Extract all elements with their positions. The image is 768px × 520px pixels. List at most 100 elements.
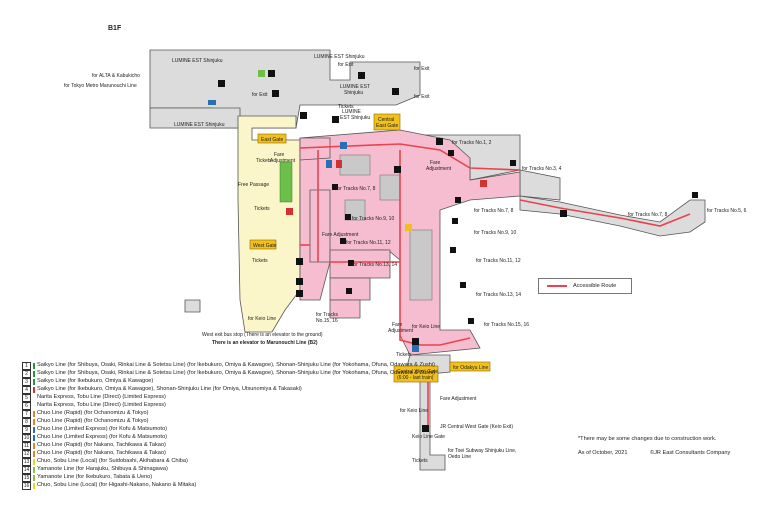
legend-line-color (33, 363, 35, 369)
legend-line-number: 3 (22, 378, 31, 386)
svg-text:Fare: Fare (430, 160, 441, 166)
legend-line-text: Chuo Line (Rapid) (for Ochanomizu & Toky… (37, 410, 149, 417)
legend-line-number: 7 (22, 410, 31, 418)
legend-line-number: 5 (22, 394, 31, 402)
svg-text:Central West Gate: Central West Gate (397, 369, 438, 375)
legend-line-text: Yamanote Line (for Ikebukuro, Tabata & U… (37, 474, 153, 481)
accessible-route-label: Accessible Route (573, 283, 617, 289)
svg-text:for Tracks No.7, 8: for Tracks No.7, 8 (628, 212, 668, 218)
svg-text:Keio Line Gate: Keio Line Gate (412, 434, 445, 440)
legend-line-number: 10 (22, 434, 31, 442)
legend-line-color (33, 475, 35, 481)
legend-line-text: Narita Express, Tobu Line (Direct) (Limi… (37, 402, 166, 409)
legend-line-text: Chuo Line (Rapid) (for Nakano, Tachikawa… (37, 442, 166, 449)
platform-blocks (339, 154, 433, 301)
svg-text:Free Passage: Free Passage (238, 182, 269, 188)
legend-line-row: 16 Chuo, Sobu Line (Local) (for Higashi-N… (22, 482, 462, 490)
svg-text:for Tracks No.13, 14: for Tracks No.13, 14 (476, 292, 521, 298)
floor-label: B1F (108, 25, 122, 32)
legend-line-text: Chuo, Sobu Line (Local) (for Suidobashi,… (37, 458, 188, 465)
legend-line-number: 12 (22, 450, 31, 458)
legend-line-text: Chuo, Sobu Line (Local) (for Higashi-Nak… (37, 482, 197, 489)
legend-line-row: 11 Chuo Line (Rapid) (for Nakano, Tachika… (22, 442, 462, 450)
legend-line-color (33, 467, 35, 473)
legend-line-text: Chuo Line (Limited Express) (for Kofu & … (37, 434, 167, 441)
legend-line-color (33, 451, 35, 457)
svg-text:Tickets: Tickets (412, 458, 428, 464)
legend-line-text: Saikyo Line (for Ikebukuro, Omiya & Kawa… (37, 386, 302, 393)
svg-text:Tickets: Tickets (254, 206, 270, 212)
legend-line-row: 2 Saikyo Line (for Shibuya, Osaki, Rinkai… (22, 370, 462, 378)
svg-text:West Gate: West Gate (253, 243, 277, 249)
gate-east: East Gate (257, 133, 287, 144)
svg-text:for Toei Subway Shinjuku Line,: for Toei Subway Shinjuku Line, (448, 448, 516, 454)
gate-west: West Gate (249, 239, 277, 250)
svg-text:LUMINE EST: LUMINE EST (340, 84, 370, 90)
legend-line-row: 7 Chuo Line (Rapid) (for Ochanomizu & Tok… (22, 410, 462, 418)
gate-central-west: Central West Gate (6:00 - last train) (393, 365, 439, 383)
legend-line-text: Saikyo Line (for Ikebukuro, Omiya & Kawa… (37, 378, 154, 385)
svg-text:for Tracks No.15, 16: for Tracks No.15, 16 (484, 322, 529, 328)
legend-line-row: 5 Narita Express, Tobu Line (Direct) (Lim… (22, 394, 462, 402)
legend-line-row: 12 Chuo Line (Rapid) (for Nakano, Tachika… (22, 450, 462, 458)
svg-text:Fare: Fare (392, 322, 403, 328)
svg-text:for Tracks: for Tracks (316, 312, 338, 318)
svg-text:LUMINE EST Shinjuku: LUMINE EST Shinjuku (174, 122, 225, 128)
svg-text:for Tracks No.11, 12: for Tracks No.11, 12 (346, 240, 391, 246)
legend-line-text: Chuo Line (Limited Express) (for Kofu & … (37, 426, 167, 433)
svg-text:LUMINE EST Shinjuku: LUMINE EST Shinjuku (172, 58, 223, 64)
legend-line-row: 10 Chuo Line (Limited Express) (for Kofu … (22, 434, 462, 442)
legend-line-number: 16 (22, 482, 31, 490)
svg-text:Adjustment: Adjustment (388, 328, 414, 334)
svg-text:for Tracks No.11, 12: for Tracks No.11, 12 (476, 258, 521, 264)
legend-line-number: 14 (22, 466, 31, 474)
svg-text:Adjustment: Adjustment (270, 158, 296, 164)
legend-line-row: 1 Saikyo Line (for Shibuya, Osaki, Rinkai… (22, 362, 462, 370)
svg-text:No.15, 16: No.15, 16 (316, 318, 338, 324)
legend-line-number: 1 (22, 362, 31, 370)
legend-line-color (33, 419, 35, 425)
free-passage-area (237, 115, 301, 333)
legend-line-color (33, 395, 35, 401)
svg-text:for Exit: for Exit (338, 62, 354, 68)
svg-text:East Gate: East Gate (261, 137, 283, 143)
svg-text:Tickets: Tickets (338, 104, 354, 110)
legend-line-text: Saikyo Line (for Shibuya, Osaki, Rinkai … (37, 370, 435, 377)
svg-text:East Gate: East Gate (376, 123, 398, 129)
legend-line-number: 11 (22, 442, 31, 450)
legend-line-number: 2 (22, 370, 31, 378)
legend-line-number: 15 (22, 474, 31, 482)
legend-line-number: 13 (22, 458, 31, 466)
svg-text:LUMINE EST Shinjuku: LUMINE EST Shinjuku (314, 54, 365, 60)
map-labels: LUMINE EST Shinjuku LUMINE EST Shinjuku … (64, 54, 747, 464)
legend-line-color (33, 459, 35, 465)
svg-text:for Keio Line: for Keio Line (248, 316, 276, 322)
legend-line-text: Chuo Line (Rapid) (for Nakano, Tachikawa… (37, 450, 166, 457)
legend-line-color (33, 379, 35, 385)
svg-text:for Tracks No.7, 8: for Tracks No.7, 8 (474, 208, 514, 214)
svg-text:for Exit: for Exit (252, 92, 268, 98)
legend-line-color (33, 387, 35, 393)
svg-text:for Tokyo Metro Marunouchi Lin: for Tokyo Metro Marunouchi Line (64, 83, 137, 89)
legend-line-text: Narita Express, Tobu Line (Direct) (Limi… (37, 394, 166, 401)
svg-text:Shinjuku: Shinjuku (344, 90, 363, 96)
legend-line-color (33, 427, 35, 433)
svg-text:Tickets: Tickets (396, 352, 412, 358)
legend-line-number: 8 (22, 418, 31, 426)
svg-text:There is an elevator to Maruno: There is an elevator to Marunouchi Line … (212, 340, 318, 346)
copyright: ©JR East Consultants Company (650, 450, 731, 456)
svg-text:LUMINE: LUMINE (342, 109, 362, 115)
svg-text:Oedo Line: Oedo Line (448, 454, 471, 460)
svg-text:for Exit: for Exit (414, 94, 430, 100)
svg-text:Fare Adjustment: Fare Adjustment (440, 396, 477, 402)
legend-line-text: Saikyo Line (for Shibuya, Osaki, Rinkai … (37, 362, 435, 369)
svg-text:for Tracks No.13, 14: for Tracks No.13, 14 (352, 262, 397, 268)
accessible-route-legend: Accessible Route (538, 278, 632, 294)
svg-text:Fare: Fare (274, 152, 285, 158)
svg-text:(6:00 - last train): (6:00 - last train) (397, 375, 434, 381)
svg-text:for Tracks No.9, 10: for Tracks No.9, 10 (474, 230, 516, 236)
svg-text:for Tracks No.1, 2: for Tracks No.1, 2 (452, 140, 492, 146)
